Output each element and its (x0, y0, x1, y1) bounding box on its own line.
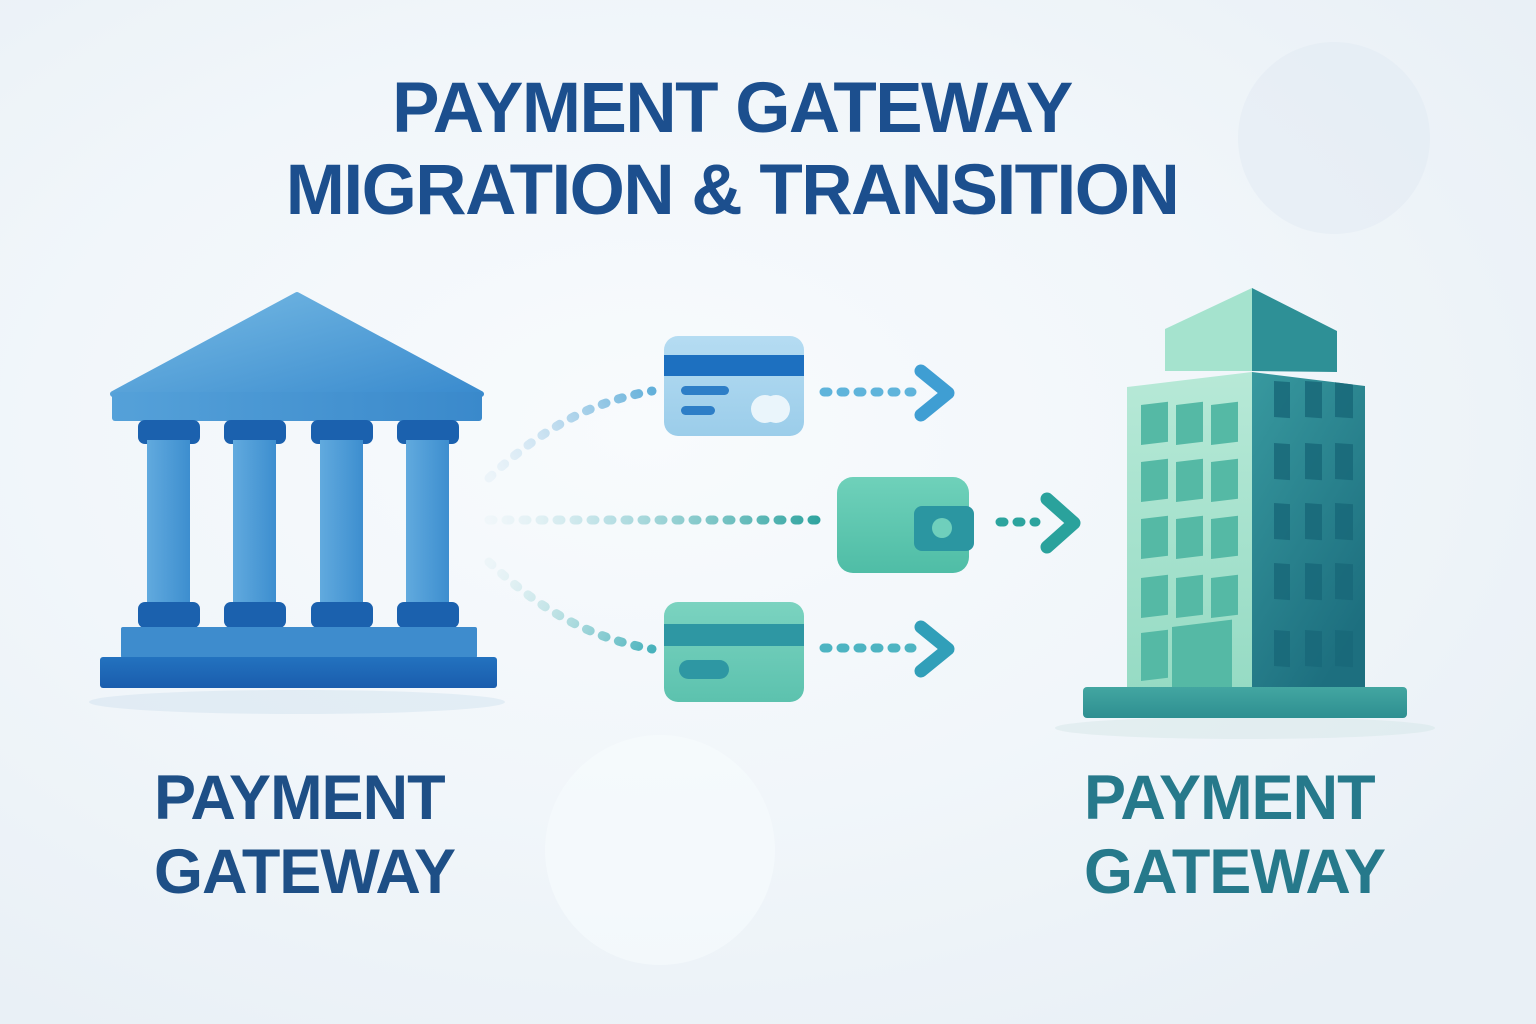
bank-card-icon (664, 602, 804, 702)
credit-card-icon (664, 336, 804, 436)
office-building-icon (1083, 288, 1407, 718)
building-shadow (1055, 717, 1435, 739)
dotted-path-top (484, 386, 657, 483)
source-label: PAYMENT GATEWAY (154, 761, 456, 909)
bank-base-step-upper (121, 627, 477, 658)
dotted-path-bottom (484, 557, 657, 654)
destination-label-line-2: GATEWAY (1084, 837, 1386, 907)
source-label-line-2: GATEWAY (154, 837, 456, 907)
bank-column-capitals (138, 420, 459, 444)
title-line-2: MIGRATION & TRANSITION (285, 151, 1180, 230)
chevron-right-icon-top (914, 364, 955, 422)
destination-label: PAYMENT GATEWAY (1084, 761, 1386, 909)
bank-base-step-lower (100, 657, 497, 688)
wallet-icon (837, 477, 974, 573)
source-label-line-1: PAYMENT (154, 763, 446, 833)
bank-entablature (112, 392, 482, 421)
building-left-windows (1141, 401, 1238, 690)
destination-label-line-1: PAYMENT (1084, 763, 1376, 833)
title-line-1: PAYMENT GATEWAY (392, 69, 1073, 148)
building-right-windows (1274, 380, 1353, 668)
flow-connectors (484, 364, 1081, 678)
bank-pediment (110, 292, 484, 397)
bank-shadow (89, 690, 505, 714)
page-title: PAYMENT GATEWAY MIGRATION & TRANSITION (0, 68, 1464, 232)
card-logo-circles (751, 395, 790, 423)
penthouse-left-face (1165, 288, 1252, 371)
background-circle-decoration (1238, 42, 1430, 234)
wallet-clasp (932, 518, 952, 538)
chevron-right-icon-middle (1040, 492, 1081, 554)
building-entrance-door (1172, 619, 1232, 690)
bank-column-shafts (147, 440, 449, 606)
chevron-right-icon-bottom (914, 620, 955, 678)
background-blob-decoration (545, 735, 775, 965)
bank-column-feet (138, 602, 459, 628)
bank-building-icon (100, 292, 497, 688)
penthouse-right-face (1252, 288, 1337, 372)
building-base-platform (1083, 687, 1407, 718)
